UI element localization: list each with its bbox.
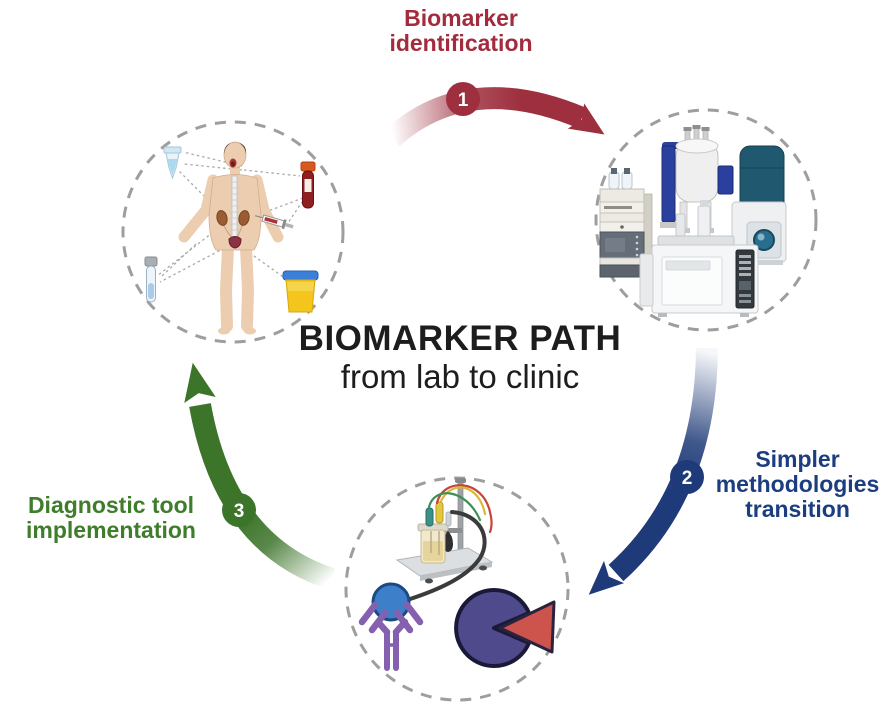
- step-2-label-line1: Simpler: [755, 446, 840, 472]
- gc-system-icon: [639, 200, 759, 317]
- step-1-number: 1: [458, 90, 469, 111]
- arrow-step-3: 3: [184, 362, 336, 590]
- arrow-step-3-shaft: [189, 403, 336, 590]
- arrow-step-2: 2: [588, 347, 718, 595]
- step-3-number: 3: [234, 501, 245, 522]
- diagram-title: BIOMARKER PATH from lab to clinic: [284, 319, 636, 395]
- step-1-label: Biomarker identification: [355, 6, 567, 56]
- step-3-label-line2: implementation: [26, 516, 196, 543]
- microcentrifuge-tube-icon: [163, 146, 182, 180]
- arrow-step-1: 1: [384, 82, 605, 147]
- step-1-label-line2: identification: [389, 29, 533, 56]
- syringe-icon: [255, 214, 294, 230]
- step-1-badge: [446, 82, 480, 116]
- biosensor-recognition-icon: [454, 588, 556, 668]
- arrow-step-2-head: [588, 560, 625, 595]
- step-2-label-line2: methodologies: [715, 470, 880, 497]
- step-1-label-line1: Biomarker: [404, 5, 518, 31]
- antibody-antigen-icon: [358, 582, 424, 671]
- diagram-title-line2: from lab to clinic: [340, 357, 580, 395]
- step-3-label-line1: Diagnostic tool: [27, 492, 195, 518]
- arrow-step-1-shaft: [384, 87, 587, 147]
- arrow-step-1-head: [567, 103, 605, 135]
- diagnostics-illustration: [358, 478, 556, 671]
- step-2-number: 2: [682, 468, 693, 489]
- patient-samples-illustration: [144, 141, 319, 335]
- step-3-label: Diagnostic tool implementation: [4, 493, 218, 543]
- step-2-label-line3: transition: [745, 495, 850, 522]
- step-3-badge: [222, 493, 256, 527]
- step-2-badge: [670, 460, 704, 494]
- dashed-circle-patient-samples: [121, 120, 345, 344]
- test-tube-icon: [144, 256, 158, 303]
- urine-sample-cup-icon: [282, 270, 319, 313]
- dashed-circle-analytical-instruments: [594, 108, 818, 332]
- diagram-title-line1: BIOMARKER PATH: [298, 319, 622, 358]
- hplc-stack-icon: [599, 168, 653, 278]
- electrochemical-cell-icon: [389, 478, 494, 605]
- lab-instruments-illustration: [599, 125, 787, 317]
- blood-collection-tube-icon: [300, 161, 316, 209]
- step-2-label: Simpler methodologies transition: [708, 447, 887, 521]
- nmr-spectrometer-icon: [660, 125, 734, 233]
- arrow-step-3-head: [184, 362, 216, 404]
- human-body-icon: [178, 141, 284, 335]
